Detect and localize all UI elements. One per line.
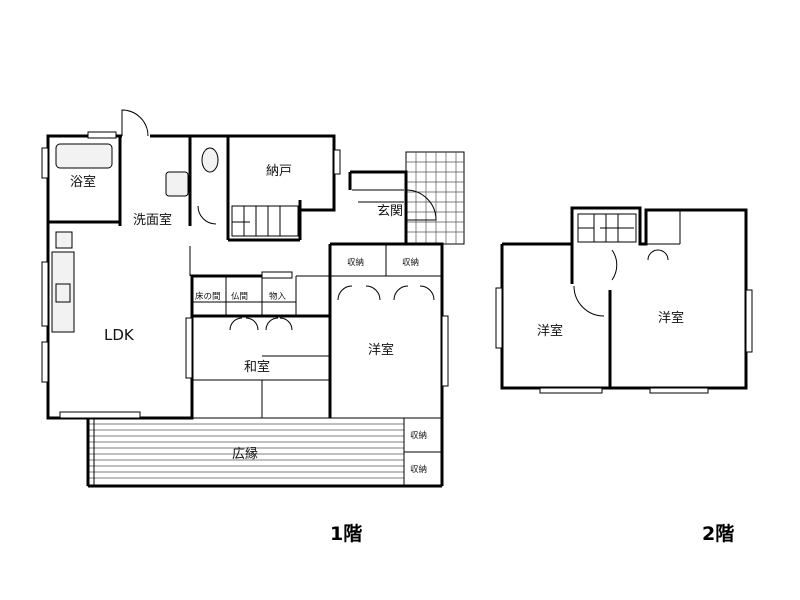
second-floor: 洋室 洋室 2階 xyxy=(495,206,753,545)
label-butsuma: 仏間 xyxy=(231,292,248,302)
stairs-2f xyxy=(577,213,637,243)
label-japanese-room: 和室 xyxy=(244,359,270,375)
sink-icon xyxy=(165,171,189,197)
label-storage-2: 収納 xyxy=(402,257,419,268)
label-storage-3: 収納 xyxy=(410,430,427,441)
windows-1f xyxy=(41,131,449,419)
floor-label-1f: 1階 xyxy=(330,523,362,545)
label-western-room-2f-left: 洋室 xyxy=(537,323,563,339)
kitchen-counter xyxy=(51,251,75,333)
first-floor: 浴室 洗面室 納戸 玄関 LDK 和室 洋室 広縁 収納 収納 収納 収納 床の… xyxy=(41,109,465,545)
label-bath: 浴室 xyxy=(70,174,96,190)
stove-icon xyxy=(55,231,73,249)
closet-door-2f-b xyxy=(657,249,669,261)
label-storage-1: 収納 xyxy=(347,257,364,268)
second-floor-walls xyxy=(500,206,748,390)
stairs-1f xyxy=(231,189,404,237)
label-tokonoma: 床の間 xyxy=(195,291,221,302)
windows-2f xyxy=(495,287,753,394)
bathtub-icon xyxy=(55,143,113,169)
label-storage-4: 収納 xyxy=(410,464,427,475)
label-ldk: LDK xyxy=(104,326,135,344)
label-entrance: 玄関 xyxy=(377,204,403,219)
closet-door-2f xyxy=(647,249,659,261)
closet-doors xyxy=(229,285,435,331)
label-western-room-2f-right: 洋室 xyxy=(658,310,684,326)
toilet-icon xyxy=(201,147,219,173)
kitchen-sink-icon xyxy=(55,283,71,303)
floor-label-2f: 2階 xyxy=(702,523,734,545)
label-mono-ire: 物入 xyxy=(269,291,287,302)
entrance-porch xyxy=(405,151,465,245)
label-closet: 納戸 xyxy=(266,164,292,179)
label-veranda: 広縁 xyxy=(232,446,258,462)
label-washroom: 洗面室 xyxy=(133,212,172,228)
veranda xyxy=(86,417,444,488)
door-swing-2f-left xyxy=(573,285,605,317)
toilet-door-swing xyxy=(197,205,217,225)
door-swing xyxy=(121,109,149,137)
entrance-door-swing xyxy=(405,189,437,221)
door-swing-2f-right xyxy=(611,249,618,281)
first-floor-walls xyxy=(46,134,444,420)
label-western-room: 洋室 xyxy=(368,342,394,358)
